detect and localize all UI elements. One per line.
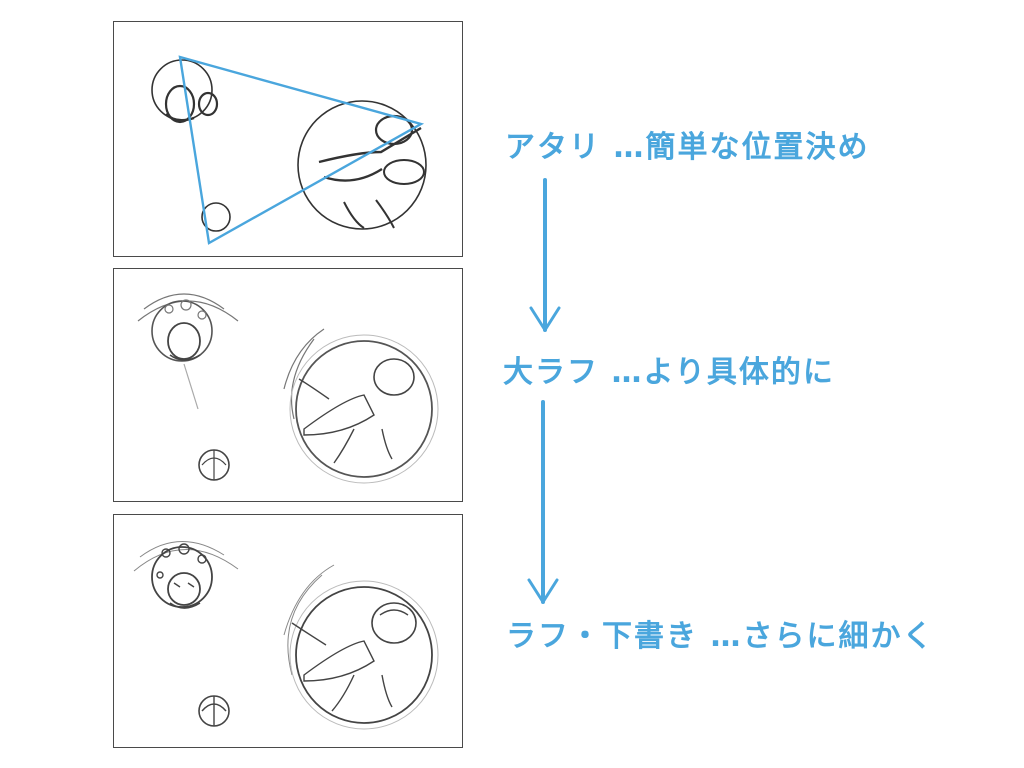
underdrawing-sketch	[133, 541, 439, 730]
ball-circle	[201, 202, 231, 232]
step-label-atari: アタリ …簡単な位置決め	[505, 130, 870, 165]
composition-triangle	[178, 55, 425, 245]
panel-rough	[113, 268, 463, 502]
float-ring-large	[295, 586, 433, 724]
step-label-underdrawing: ラフ・下書き …さらに細かく	[506, 619, 935, 654]
step-label-rough: 大ラフ …より具体的に	[503, 355, 835, 390]
arrow-down-1	[529, 178, 561, 332]
panel-underdrawing	[113, 514, 463, 748]
character-large-circle	[297, 100, 427, 230]
rough-sketch	[137, 293, 439, 484]
arrow-down-2	[527, 400, 559, 604]
float-ring-small	[151, 546, 213, 608]
float-ring-large	[295, 340, 433, 478]
float-ring-small	[151, 300, 213, 362]
atari-sketch	[151, 55, 427, 245]
panel-atari	[113, 21, 463, 257]
